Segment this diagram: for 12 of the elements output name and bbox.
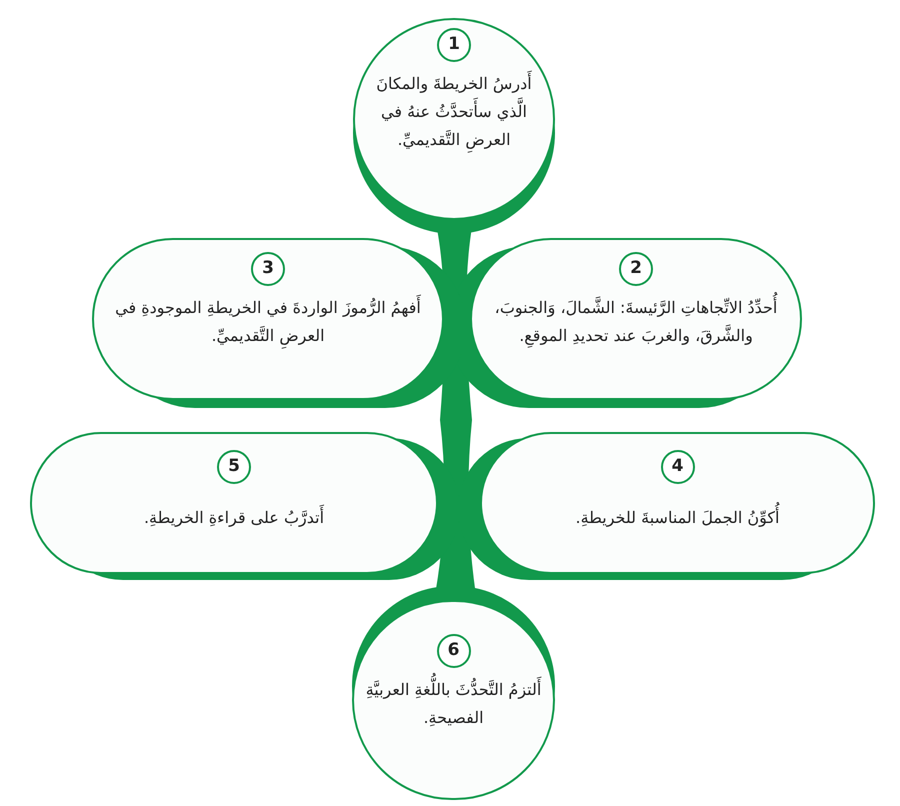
- step-number: 6: [436, 634, 470, 668]
- step-text: أَفهمُ الرُّموزَ الواردةَ في الخريطةِ الموجودةِ في العرضِ التَّقديميِّ.: [113, 294, 423, 350]
- step-number: 5: [217, 450, 251, 484]
- step-number: 1: [437, 28, 471, 62]
- step-number: 4: [660, 450, 694, 484]
- step-text: أُحدِّدُ الاتِّجاهاتِ الرَّئيسةَ: الشَّمالَ، وَالجنوبَ، والشَّرقَ، والغربَ عند تحديدِ الموقعِ.: [491, 294, 781, 350]
- step-text: أَدرسُ الخريطةَ والمكانَ الَّذي سأَتحدَّثُ عنهُ في العرضِ التَّقديميِّ.: [364, 70, 544, 154]
- step-card: [470, 238, 802, 400]
- step-number: 2: [619, 252, 653, 286]
- step-number: 3: [251, 252, 285, 286]
- step-text: أَتدرَّبُ على قراءةِ الخريطةِ.: [64, 504, 404, 532]
- step-text: أُكوِّنُ الجملَ المناسبةَ للخريطةِ.: [508, 504, 848, 532]
